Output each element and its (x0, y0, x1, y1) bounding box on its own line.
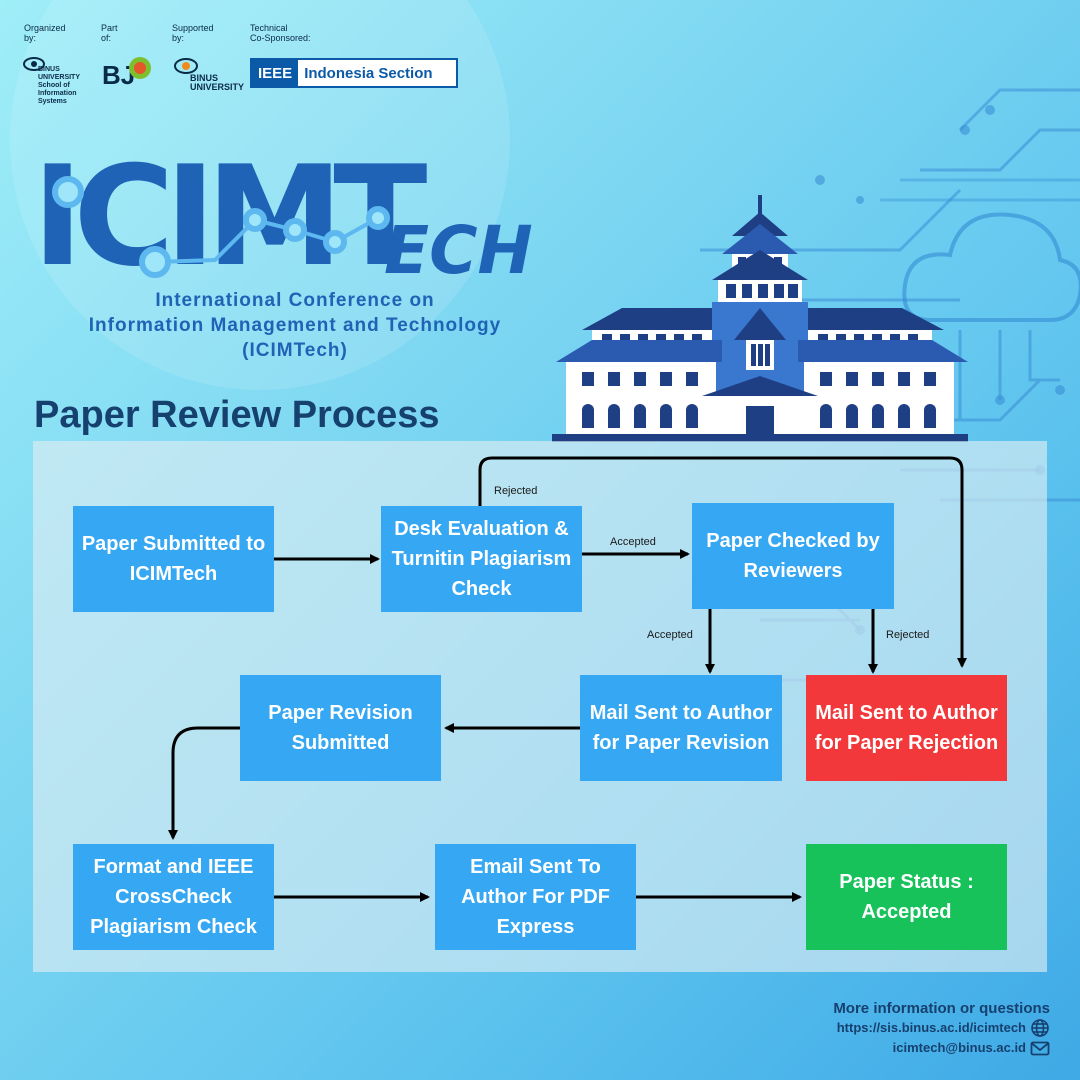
ieee-indonesia-badge: IEEE Indonesia Section (250, 58, 458, 88)
subtitle-line-2: Information Management and Technology (88, 315, 502, 336)
edge-label-review-accepted: Accepted (647, 629, 693, 641)
footer-url[interactable]: https://sis.binus.ac.id/icimtech (836, 1020, 1026, 1035)
subtitle-line-1: International Conference on (155, 290, 435, 311)
footer-heading: More information or questions (833, 1000, 1050, 1017)
edge-label-desk-accepted: Accepted (610, 536, 656, 548)
mail-icon (1030, 1041, 1050, 1056)
node-paper-accepted: Paper Status : Accepted (806, 844, 1007, 950)
binus-university-logo-text: BINUS UNIVERSITY (190, 73, 245, 92)
edge-submitted-format (168, 726, 240, 840)
node-format-check: Format and IEEE CrossCheck Plagiarism Ch… (73, 844, 274, 950)
conference-full-name: International Conference on Information … (30, 288, 560, 363)
supported-by-label: Supported by: (172, 23, 214, 43)
edge-desk-rejection (478, 456, 967, 668)
node-email-pdf-express: Email Sent To Author For PDF Express (435, 844, 636, 950)
ieee-section-label: Indonesia Section (304, 64, 433, 82)
organized-by-label: Organized by: (24, 23, 66, 43)
page-title: Paper Review Process (34, 394, 440, 436)
node-mail-rejection: Mail Sent to Author for Paper Rejection (806, 675, 1007, 781)
node-paper-submitted: Paper Submitted to ICIMTech (73, 506, 274, 612)
node-mail-revision: Mail Sent to Author for Paper Revision (580, 675, 782, 781)
icimtech-logo-tech: ECH (384, 212, 533, 289)
edge-label-review-rejected: Rejected (886, 629, 930, 641)
logo-network-line-icon (52, 176, 390, 278)
binus-sis-logo-text: BINUS UNIVERSITY School of Information S… (38, 66, 80, 105)
binus-university-logo (174, 58, 198, 74)
binus-sis-logo (23, 57, 45, 71)
technical-cosponsored-label: Technical Co-Sponsored: (250, 23, 311, 43)
globe-icon (1031, 1019, 1049, 1037)
building-illustration (552, 195, 968, 442)
footer-email[interactable]: icimtech@binus.ac.id (892, 1040, 1026, 1055)
bjic-logo: BJ (102, 57, 151, 90)
node-revision-submitted: Paper Revision Submitted (240, 675, 441, 781)
node-desk-evaluation: Desk Evaluation & Turnitin Plagiarism Ch… (381, 506, 582, 612)
ieee-label: IEEE (252, 60, 299, 86)
subtitle-line-3: (ICIMTech) (242, 340, 348, 361)
icimtech-logo-main: ICIMT (32, 136, 427, 297)
node-reviewers-check: Paper Checked by Reviewers (692, 503, 894, 609)
part-of-label: Part of: (101, 23, 118, 43)
edge-label-desk-rejected: Rejected (494, 485, 538, 497)
